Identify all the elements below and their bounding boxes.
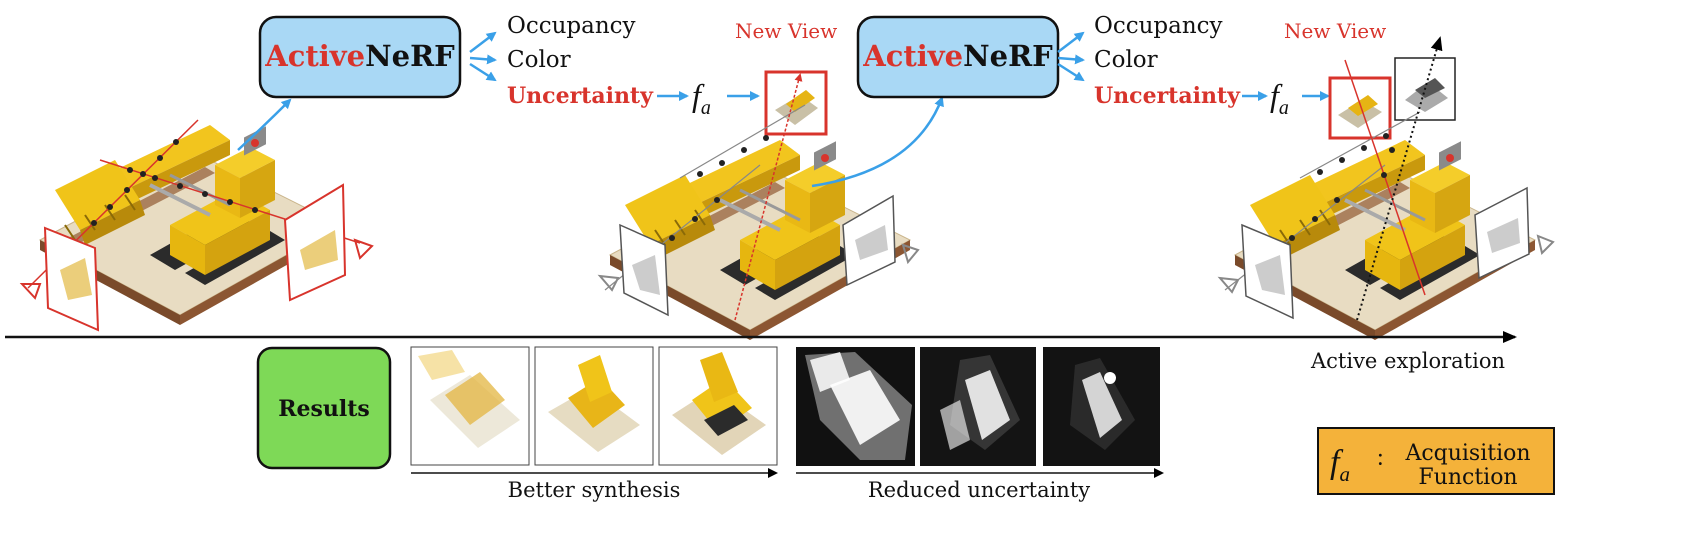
synthesis-thumbnail-2 <box>534 346 654 466</box>
stage2-output-uncertainty: Uncertainty <box>1094 83 1241 109</box>
stage1-new-view-thumb <box>764 70 828 136</box>
stage1-acq-fn: fa <box>692 77 711 119</box>
stage3-scene <box>1217 36 1555 342</box>
synthesis-thumbnail-3 <box>658 346 778 466</box>
camera-frustum-gray-right <box>842 194 920 287</box>
activenerf-box-2: ActiveNeRF <box>856 15 1060 99</box>
camera-frustum-gray-left-3 <box>1217 223 1294 320</box>
acquisition-function-legend: fa : Acquisition Function <box>1317 427 1555 495</box>
nerf2-rest-text: NeRF <box>963 39 1053 73</box>
legend-line2: Function <box>1418 465 1517 490</box>
stage2-new-view-label: New View <box>1284 19 1386 43</box>
stage2-new-view-thumb <box>1328 76 1392 140</box>
camera-frustum-right <box>283 183 374 302</box>
stage1-output-uncertainty: Uncertainty <box>507 83 654 109</box>
legend-colon: : <box>1377 445 1384 471</box>
stage2-output-occupancy: Occupancy <box>1094 13 1223 39</box>
results-label: Results <box>278 396 370 422</box>
nerf1-active-text: Active <box>264 39 365 73</box>
uncertainty-caption: Reduced uncertainty <box>868 478 1090 502</box>
uncertainty-map-1 <box>796 347 915 466</box>
camera-frustum-gray-left <box>597 223 669 317</box>
nerf2-active-text: Active <box>862 39 963 73</box>
stage2-acq-fn: fa <box>1270 77 1289 119</box>
uncertainty-map-3 <box>1043 347 1160 466</box>
camera-frustum-left <box>19 226 100 332</box>
synthesis-caption: Better synthesis <box>508 478 681 502</box>
stage2-output-color: Color <box>1094 47 1158 73</box>
stage1-scene <box>19 119 374 332</box>
timeline-label: Active exploration <box>1310 349 1505 373</box>
svg-text:ActiveNeRF: ActiveNeRF <box>264 39 455 73</box>
camera-frustum-gray-right-3 <box>1474 186 1555 280</box>
stage1-output-color: Color <box>507 47 571 73</box>
nerf1-rest-text: NeRF <box>365 39 455 73</box>
legend-line1: Acquisition <box>1404 441 1530 466</box>
scene-to-nerf-arrow-2 <box>811 96 944 188</box>
svg-text:ActiveNeRF: ActiveNeRF <box>862 39 1053 73</box>
stage1-output-occupancy: Occupancy <box>507 13 636 39</box>
activenerf-box-1: ActiveNeRF <box>258 15 462 99</box>
uncertainty-map-2 <box>920 347 1036 466</box>
stage1-new-view-label: New View <box>735 19 837 43</box>
stage2-scene <box>597 73 920 342</box>
scene-to-nerf-arrow-1 <box>237 98 292 151</box>
results-box: Results <box>256 346 392 470</box>
synthesis-thumbnail-1 <box>410 346 530 466</box>
